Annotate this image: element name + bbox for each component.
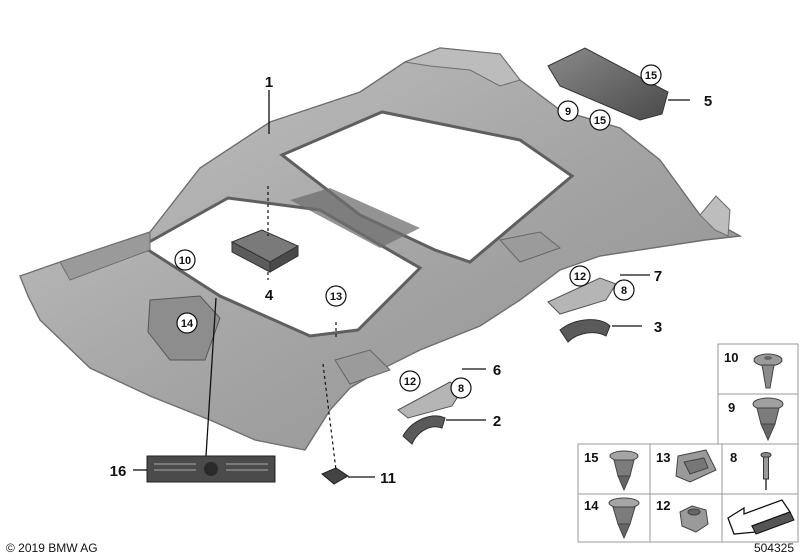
clip-9: [752, 397, 784, 442]
fastener-grid: 10 9 15 13 8: [577, 343, 799, 543]
bubble-15-side: 15: [589, 109, 611, 131]
svg-text:8: 8: [621, 285, 627, 297]
bubble-12-lower: 12: [399, 370, 421, 392]
clip-13: [675, 449, 717, 483]
callout-6: 6: [493, 362, 501, 379]
clip-15: [609, 450, 639, 492]
rear-ledge: [59, 231, 151, 281]
callout-1: 1: [265, 74, 273, 91]
handle-mount-rear: [334, 349, 391, 385]
headliner: [19, 47, 743, 451]
callout-11: 11: [380, 470, 396, 487]
grid-label-15: 15: [584, 450, 598, 465]
bubble-10: 10: [174, 249, 196, 271]
grid-label-12: 12: [656, 498, 670, 513]
grid-label-13: 13: [656, 450, 670, 465]
grid-label-14: 14: [584, 498, 599, 513]
bubble-12-upper: 12: [569, 265, 591, 287]
trim-panel-part-5: [547, 47, 669, 121]
callout-7: 7: [654, 268, 662, 285]
bubble-8-upper: 8: [613, 279, 635, 301]
svg-text:15: 15: [594, 115, 606, 127]
rear-roof-opening: [139, 196, 423, 338]
headliner-front-edge: [403, 47, 521, 87]
clip-14: [608, 497, 640, 540]
direction-arrow-icon: [727, 499, 795, 535]
grab-handle-part-3: [559, 319, 611, 343]
grid-label-10: 10: [724, 350, 738, 365]
callout-3: 3: [654, 319, 662, 336]
reading-light-part-4: [230, 229, 300, 273]
svg-text:10: 10: [179, 255, 191, 267]
copyright-text: © 2019 BMW AG: [6, 541, 98, 555]
bubble-8-lower: 8: [450, 377, 472, 399]
grid-label-9: 9: [728, 400, 735, 415]
label-plate-part-16: [146, 455, 276, 483]
bracket-part-7: [547, 277, 617, 315]
svg-text:12: 12: [404, 376, 416, 388]
callout-16: 16: [110, 463, 127, 480]
grid-label-8: 8: [730, 450, 737, 465]
callout-5: 5: [704, 93, 712, 110]
nut-12: [679, 505, 709, 533]
bracket-part-6: [397, 381, 463, 419]
rivet-8: [760, 452, 772, 490]
side-trim-right: [699, 195, 731, 237]
svg-text:15: 15: [645, 70, 657, 82]
leader-lines: [133, 90, 690, 478]
svg-text:14: 14: [181, 318, 194, 330]
bubble-15-top: 15: [640, 64, 662, 86]
push-rivet-10: [753, 353, 783, 389]
grab-handle-part-2: [402, 415, 446, 445]
bubble-13: 13: [325, 285, 347, 307]
clip-part-11: [321, 467, 349, 485]
svg-text:9: 9: [565, 106, 571, 118]
callout-2: 2: [493, 413, 501, 430]
callout-4: 4: [265, 287, 274, 304]
svg-text:12: 12: [574, 271, 586, 283]
handle-mount-front: [499, 231, 562, 263]
bubble-14: 14: [176, 312, 198, 334]
sunshade-panel: [290, 188, 420, 248]
diagram-number: 504325: [754, 541, 794, 555]
svg-text:13: 13: [330, 291, 342, 303]
svg-text:8: 8: [458, 383, 464, 395]
bubble-9: 9: [557, 100, 579, 122]
